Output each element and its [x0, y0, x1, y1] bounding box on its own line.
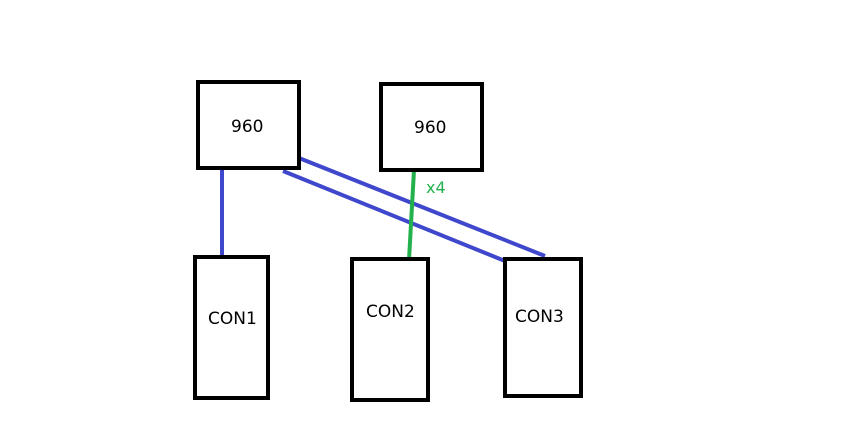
node-gpu-right-label: 960: [414, 118, 447, 138]
link-gpu-right-con2: [407, 169, 416, 261]
node-con3-label: CON3: [515, 307, 564, 327]
node-con1: [193, 255, 270, 400]
node-con2-label: CON2: [366, 302, 415, 322]
link-gpu-right-con2-label: x4: [426, 178, 446, 197]
node-con1-label: CON1: [208, 309, 257, 329]
node-gpu-right: [379, 82, 484, 172]
link-gpu-left-con3-upper: [298, 156, 546, 258]
link-gpu-left-con3-lower: [282, 169, 506, 263]
node-gpu-left-label: 960: [231, 117, 264, 137]
node-con2: [350, 257, 430, 402]
node-gpu-left: [196, 80, 301, 170]
node-con3: [503, 257, 583, 398]
